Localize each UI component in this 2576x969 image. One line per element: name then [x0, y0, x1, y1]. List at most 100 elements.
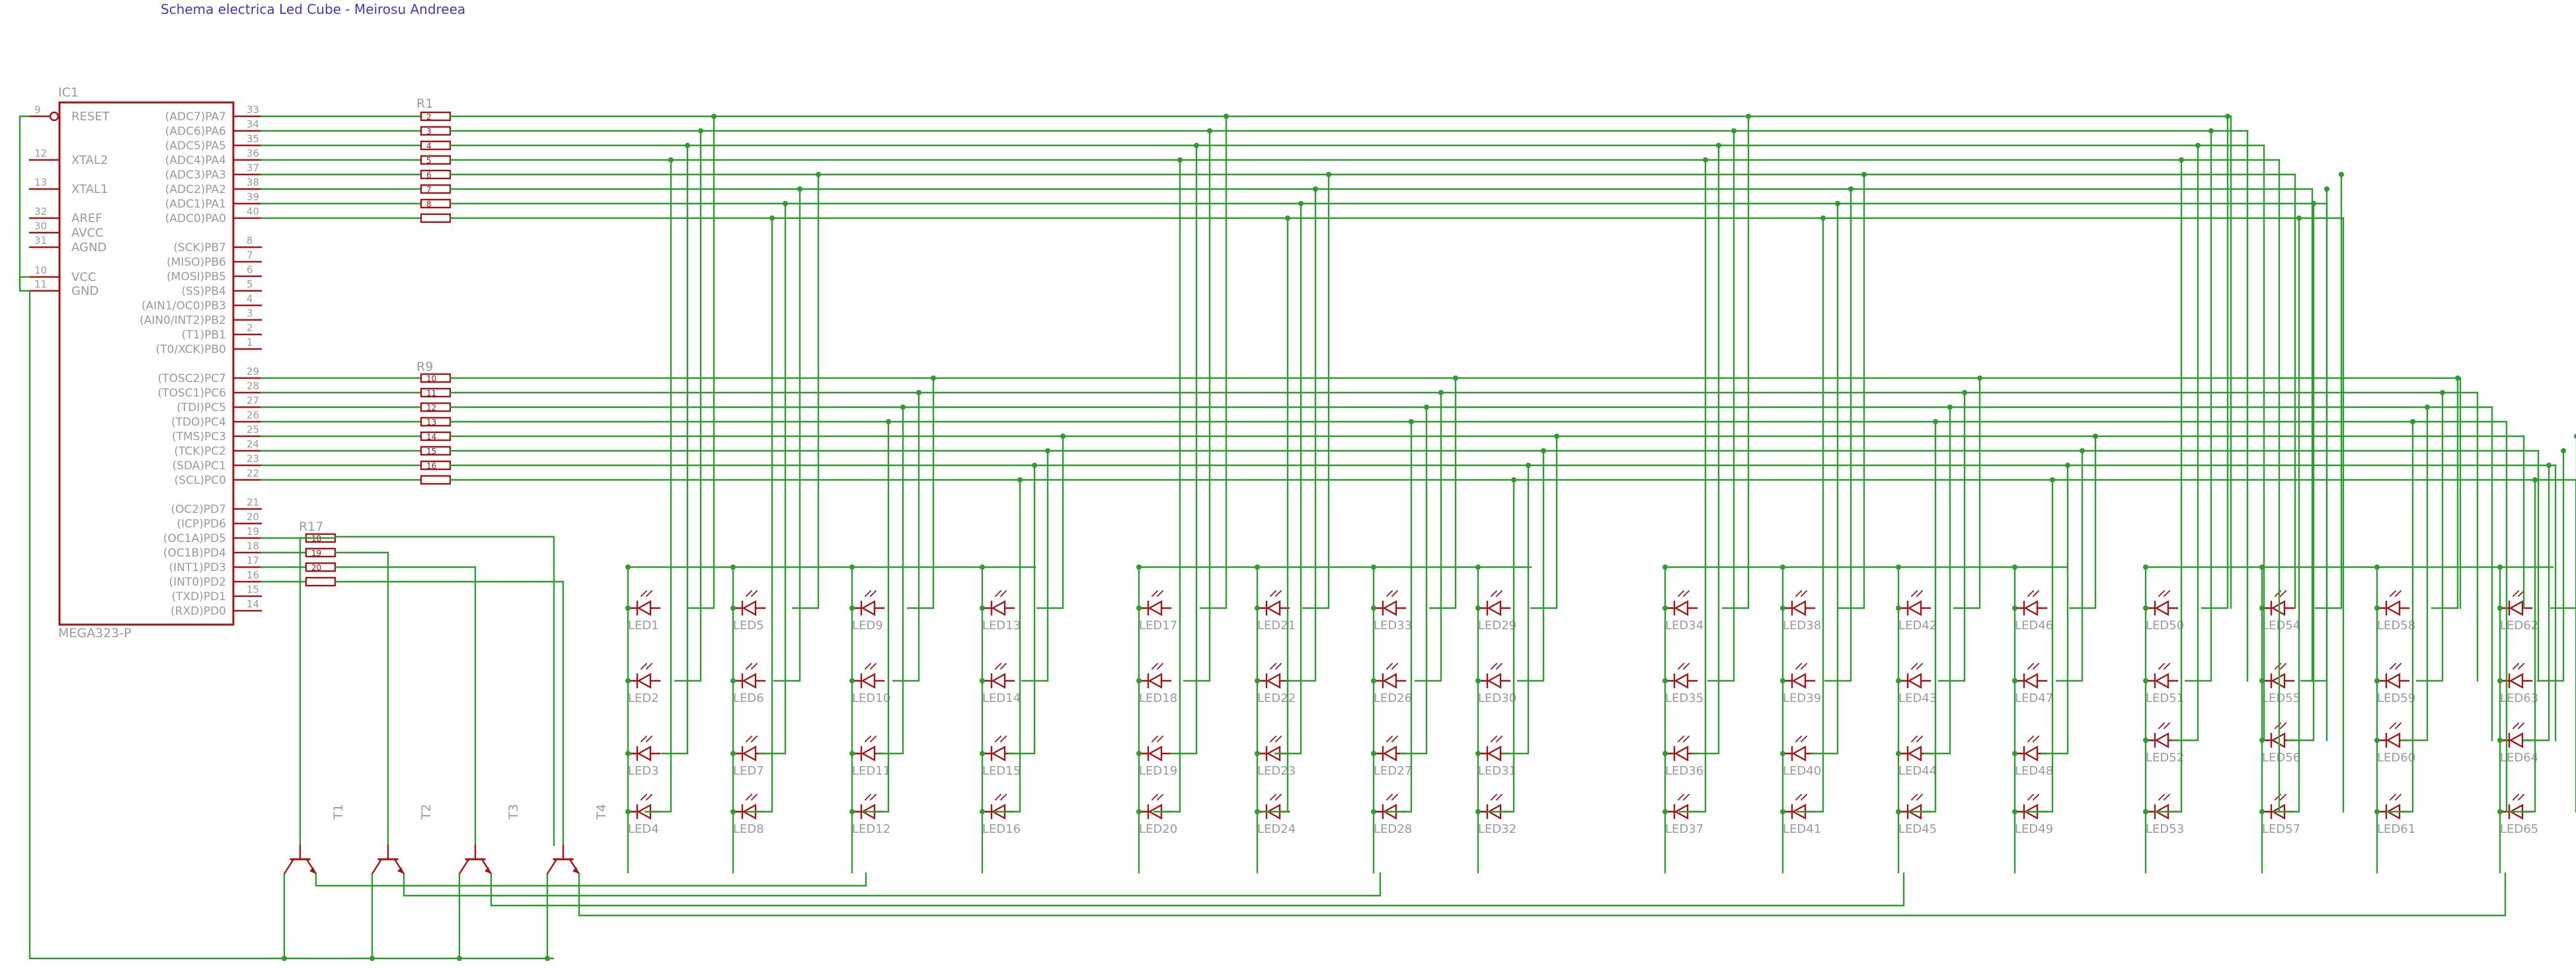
- junction-dot: [1371, 809, 1376, 814]
- transistor-label: T3: [506, 804, 521, 820]
- ic-pin-label: (INT1)PD3: [169, 561, 226, 574]
- led-arrow: [640, 662, 648, 670]
- junction-dot: [1475, 605, 1481, 611]
- ic-pin-number: 24: [247, 438, 259, 450]
- junction-dot: [2374, 605, 2380, 611]
- led-arrow: [2032, 793, 2040, 801]
- ic-pin-label: (TDI)PC5: [176, 401, 226, 414]
- anode-feed-wire: [2401, 407, 2429, 742]
- led-icon: [2154, 732, 2169, 749]
- junction-dot: [2497, 738, 2503, 743]
- ic-pin-number: 35: [247, 133, 259, 145]
- ic-pin-number: 39: [247, 191, 259, 203]
- ic-pin-number: 34: [247, 118, 259, 130]
- led-arrow: [2027, 590, 2035, 598]
- ic-pin-number: 21: [247, 496, 259, 508]
- led-arrow: [1490, 590, 1498, 598]
- led-arrow: [1391, 590, 1399, 598]
- junction-dot: [2497, 605, 2503, 611]
- junction-dot: [2143, 678, 2148, 683]
- led-arrow: [640, 590, 648, 598]
- led-arrow: [645, 662, 653, 670]
- anode-feed-wire: [2550, 436, 2576, 609]
- junction-dot: [625, 809, 631, 814]
- led-arrow: [750, 590, 758, 598]
- junction-dot: [1255, 605, 1260, 611]
- junction-dot: [1255, 751, 1260, 756]
- led-arrow: [1386, 662, 1393, 670]
- led-arrow: [1391, 735, 1399, 743]
- ic-pin-number: 22: [247, 467, 259, 479]
- led-icon: [1487, 600, 1502, 617]
- junction-dot: [1662, 605, 1668, 611]
- ic-pin-number: 2: [247, 322, 253, 334]
- ic-pin-number: 16: [247, 569, 259, 581]
- junction-dot: [1136, 751, 1142, 756]
- ic-pin-label: (T1)PB1: [182, 329, 226, 342]
- led-icon: [1674, 672, 1689, 689]
- junction-dot: [2574, 434, 2576, 439]
- anode-feed-wire: [2185, 131, 2212, 682]
- ic-name: IC1: [58, 85, 79, 100]
- anode-feed-wire: [1838, 174, 1865, 609]
- led-arrow: [745, 590, 753, 598]
- transistor-collector: [371, 858, 383, 875]
- anode-feed-wire: [1385, 422, 1413, 813]
- led-label: LED9: [852, 619, 883, 633]
- resistor-value: 12: [426, 403, 436, 412]
- led-arrow: [2163, 590, 2171, 598]
- resistor-value: 4: [426, 141, 432, 151]
- led-arrow: [1682, 590, 1690, 598]
- junction-dot: [1662, 751, 1668, 756]
- led-icon: [1907, 600, 1922, 617]
- junction-dot: [2012, 751, 2017, 756]
- anode-feed-wire: [1008, 465, 1036, 755]
- junction-dot: [1475, 809, 1481, 814]
- led-label: LED21: [1257, 619, 1296, 633]
- led-arrow: [1795, 662, 1803, 670]
- led-arrow: [1269, 793, 1277, 801]
- resistor: [420, 155, 451, 165]
- ic-pin-number: 25: [247, 424, 259, 436]
- anode-feed-wire: [1909, 422, 1937, 813]
- led-arrow: [1677, 735, 1685, 743]
- led-icon: [2509, 672, 2524, 689]
- ic-pin-number: 11: [34, 278, 47, 290]
- led-arrow: [1386, 793, 1393, 801]
- led-arrow: [750, 735, 758, 743]
- led-icon: [1791, 745, 1807, 762]
- junction-dot: [1255, 809, 1260, 814]
- junction-dot: [1896, 751, 1901, 756]
- ic-pin-label: XTAL2: [71, 153, 108, 167]
- anode-feed-wire: [1938, 393, 1966, 682]
- led-arrow: [2027, 735, 2035, 743]
- ic-pin-label: (TDO)PC4: [171, 416, 226, 429]
- led-label: LED43: [1898, 691, 1937, 705]
- led-arrow: [994, 735, 1002, 743]
- led-arrow: [1682, 793, 1690, 801]
- junction-dot: [2143, 809, 2148, 814]
- ic-pin-label: (AIN0/INT2)PB2: [139, 314, 226, 327]
- ic-pin-label: (SCK)PB7: [173, 241, 226, 254]
- led-icon: [1148, 672, 1163, 689]
- anode-feed-wire: [1200, 116, 1228, 609]
- junction-dot: [980, 678, 985, 683]
- led-arrow: [1916, 662, 1924, 670]
- ic-pin-label: AREF: [71, 212, 102, 225]
- led-arrow: [1269, 662, 1277, 670]
- resistor-group-label: R9: [416, 360, 433, 374]
- led-arrow: [2158, 590, 2166, 598]
- ic-reset-inverter: [49, 111, 59, 122]
- ic-pin-number: 5: [247, 278, 253, 290]
- anode-feed-wire: [1153, 160, 1181, 813]
- led-arrow: [745, 735, 753, 743]
- vcc-gnd-wire: [19, 276, 30, 292]
- resistor-value: 16: [426, 461, 436, 471]
- led-arrow: [1795, 793, 1803, 801]
- led-arrow: [1269, 735, 1277, 743]
- led-label: LED34: [1665, 619, 1703, 633]
- resistor-value: 3: [426, 127, 432, 136]
- transistor-base-wire: [335, 566, 477, 845]
- ic-pin-label: (SCL)PC0: [175, 474, 226, 487]
